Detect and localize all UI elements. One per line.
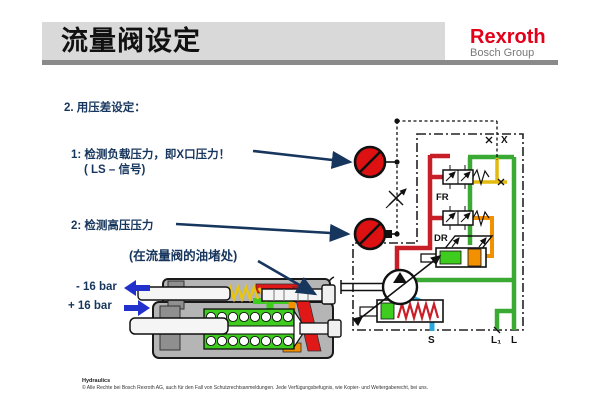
title-rule — [42, 60, 558, 65]
junction-dot — [394, 118, 400, 124]
dr-label: DR — [434, 233, 448, 244]
step2-text: 2: 检测高压压力 — [71, 220, 154, 232]
pressure-gauge-ls — [353, 145, 397, 179]
footer: Hydraulics © Alle Rechte bei Bosch Rexro… — [82, 378, 428, 392]
oil-plug — [321, 284, 336, 305]
plug-marks — [485, 136, 505, 334]
bottom-adjuster-rod — [129, 317, 229, 335]
location-note: (在流量阀的油堵处) — [129, 249, 238, 263]
spring-icon — [472, 209, 490, 228]
arrow-right-icon — [124, 300, 150, 316]
callout-arrow-hp — [175, 222, 351, 243]
measuring-pilot-lines — [396, 120, 498, 234]
port-l-label: L — [511, 335, 517, 346]
callout-arrow-ls — [252, 149, 353, 169]
brand-subtitle: Bosch Group — [470, 47, 535, 59]
drive-shaft-icon — [325, 276, 384, 298]
spring-icon — [472, 168, 490, 187]
throttle-valve-icon — [385, 188, 407, 209]
green-spring-chamber — [203, 308, 307, 350]
section-heading: 2. 用压差设定： — [64, 102, 146, 114]
callout-arrows — [175, 149, 353, 296]
step1-text: 1: 检测负载压力，即X口压力！ — [71, 149, 231, 161]
fr-label: FR — [436, 192, 449, 203]
hydraulic-schematic: X FR DR S L₁ L — [325, 118, 524, 346]
callout-arrow-plug — [257, 259, 318, 296]
port-l1-label: L₁ — [491, 335, 501, 346]
page-title: 流量阀设定 — [61, 26, 201, 57]
plus-16bar-label: + 16 bar — [68, 300, 112, 312]
footer-department: Hydraulics — [82, 378, 111, 384]
footer-copyright: © Alle Rechte bei Bosch Rexroth AG, auch… — [82, 385, 429, 391]
pressure-gauge-hp — [353, 217, 397, 251]
fr-valve-symbol — [442, 165, 490, 189]
top-adjuster-rod — [137, 286, 231, 301]
minus-16bar-label: - 16 bar — [76, 281, 117, 293]
title-bar — [42, 22, 445, 60]
pump-enclosure-outline — [352, 133, 524, 331]
bottom-spool — [299, 319, 342, 338]
pump-symbol — [352, 255, 442, 327]
brand-name: Rexroth — [470, 26, 546, 48]
adjustment-arrows — [124, 280, 150, 316]
port-s-label: S — [428, 335, 435, 346]
variable-arrow — [352, 255, 442, 327]
brand-logo: Rexroth Bosch Group — [470, 27, 590, 60]
step1-subtext: ( LS – 信号) — [84, 164, 146, 176]
port-x-label: X — [501, 135, 508, 146]
arrow-left-icon — [124, 280, 150, 296]
dr-valve-symbol — [442, 206, 490, 230]
yellow-spring — [224, 283, 260, 303]
